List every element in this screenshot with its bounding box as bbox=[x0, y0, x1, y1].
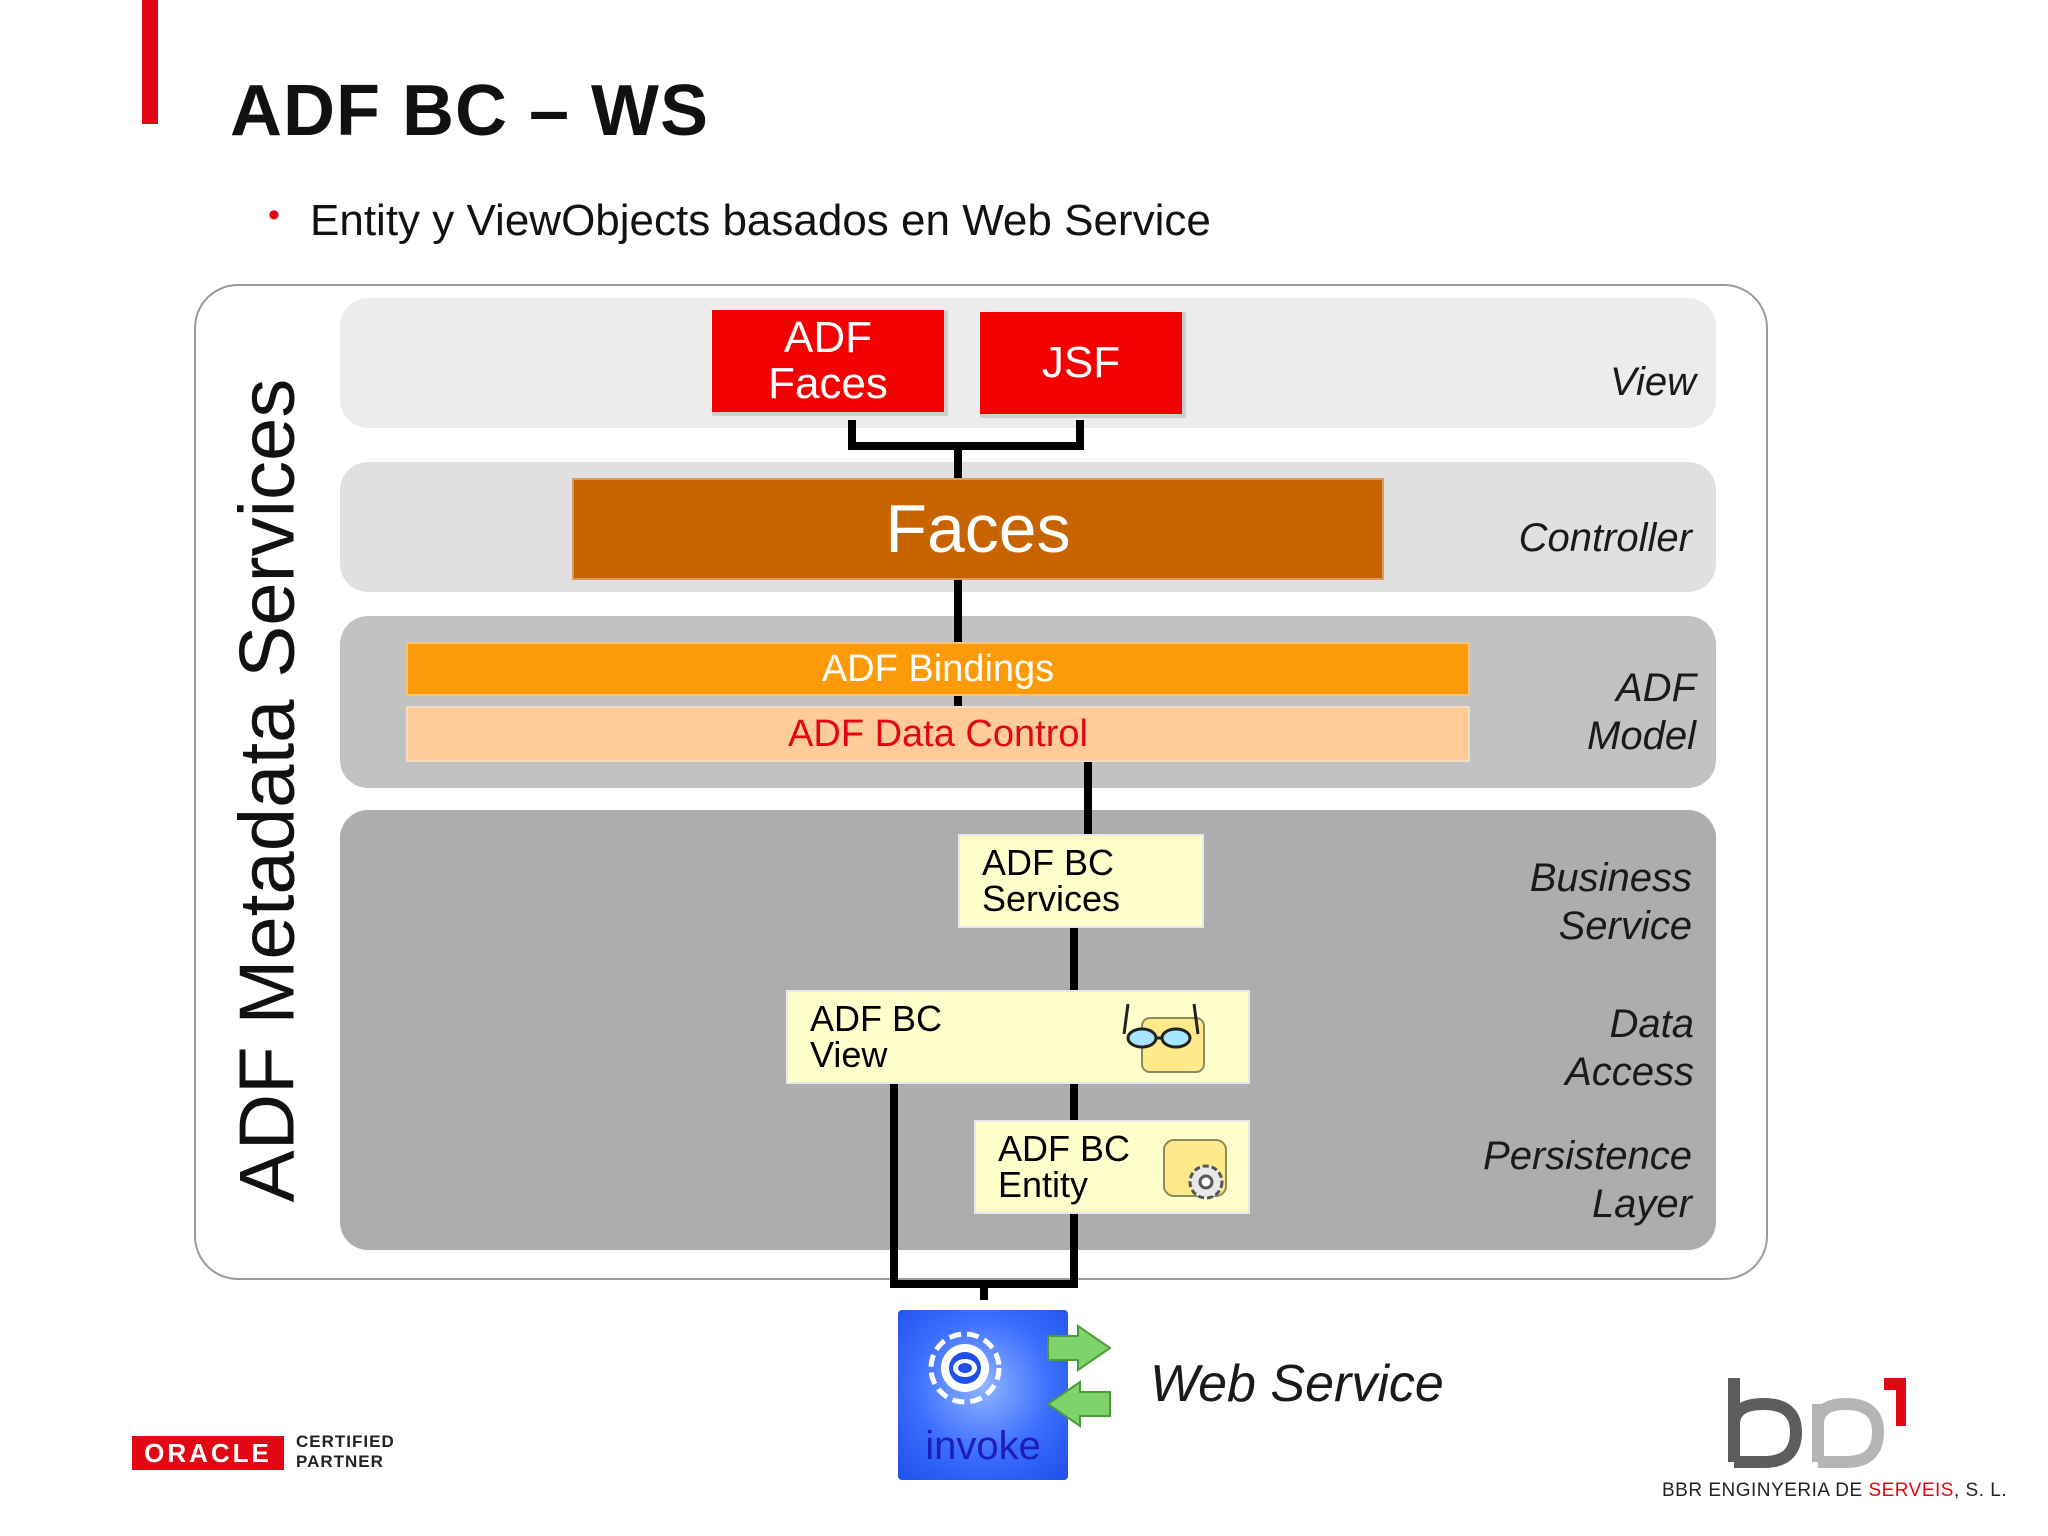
metadata-services-label: ADF Metadata Services bbox=[222, 378, 311, 1202]
bullet-text: Entity y ViewObjects basados en Web Serv… bbox=[310, 196, 1211, 245]
connector-datacontrol-to-services bbox=[1084, 762, 1092, 834]
faces-box: Faces bbox=[572, 478, 1384, 580]
connector-view-to-bottom bbox=[890, 1082, 898, 1288]
connector-to-invoke bbox=[980, 1280, 988, 1300]
connector-faces-to-bindings bbox=[954, 580, 962, 644]
layer-label-controller: Controller bbox=[1518, 516, 1692, 560]
bbr-logo-icon bbox=[1728, 1378, 1906, 1468]
entity-gear-icon bbox=[1163, 1139, 1227, 1200]
glasses-icon bbox=[1122, 1003, 1205, 1073]
invoke-button bbox=[898, 1310, 1068, 1480]
layer-label-business: Business Service bbox=[1529, 856, 1692, 948]
bullet-dot: • bbox=[268, 196, 280, 234]
oracle-logo: ORACLE bbox=[132, 1436, 284, 1470]
connector-view-horizontal bbox=[848, 442, 1084, 450]
adf-data-control-box: ADF Data Control bbox=[406, 706, 1470, 762]
layer-label-persistence: Persistence Layer bbox=[1483, 1134, 1692, 1226]
adf-faces-box: ADF Faces bbox=[712, 310, 948, 416]
bbr-company-name: BBR ENGINYERIA DE SERVEIS, S. L. bbox=[1662, 1480, 2008, 1501]
oracle-certified-partner-text: CERTIFIED PARTNER bbox=[296, 1432, 395, 1472]
slide-title: ADF BC – WS bbox=[230, 71, 709, 151]
invoke-gear-icon bbox=[928, 1331, 1002, 1405]
exchange-arrows-icon bbox=[1046, 1324, 1112, 1428]
accent-bar bbox=[142, 0, 158, 124]
connector-view-to-entity bbox=[1070, 1082, 1078, 1120]
connector-entity-to-bottom bbox=[1070, 1212, 1078, 1288]
adf-bindings-box: ADF Bindings bbox=[406, 642, 1470, 696]
connector-bindings-to-datacontrol bbox=[954, 696, 962, 708]
connector-view-to-faces bbox=[954, 442, 962, 480]
layer-label-view: View bbox=[1610, 360, 1696, 404]
layer-label-data-access: Data Access bbox=[1565, 1002, 1694, 1094]
jsf-box: JSF bbox=[980, 312, 1186, 418]
adf-bc-services-box: ADF BC Services bbox=[958, 834, 1204, 928]
invoke-label: invoke bbox=[925, 1424, 1041, 1468]
connector-adf-faces-down bbox=[848, 420, 856, 450]
connector-jsf-down bbox=[1076, 420, 1084, 450]
connector-services-to-view bbox=[1070, 924, 1078, 990]
layer-label-model: ADF Model bbox=[1587, 666, 1696, 758]
web-service-label: Web Service bbox=[1150, 1355, 1444, 1413]
